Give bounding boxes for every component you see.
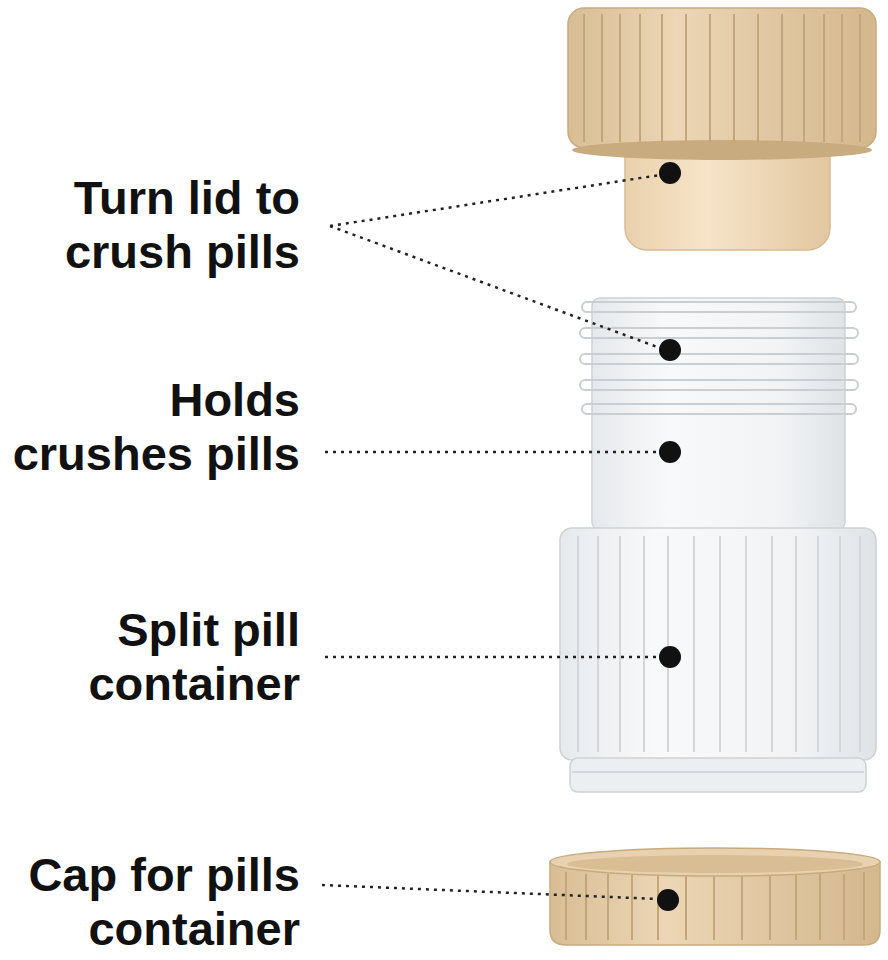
crushing-chamber [580, 298, 858, 530]
container-ribs [578, 536, 860, 752]
bottom-cap [550, 848, 880, 945]
callout-label: Cap for pills container [10, 848, 300, 956]
leader-lines [322, 175, 660, 899]
callout-label: Turn lid to crush pills [10, 171, 300, 279]
cap-top [550, 848, 880, 876]
cap-ribs [566, 872, 864, 940]
container-body [560, 528, 876, 760]
lid-ribs [584, 14, 860, 142]
lid-rim [572, 140, 872, 160]
container-thread [570, 758, 866, 792]
lid-band [568, 8, 876, 148]
crusher-lid [568, 8, 876, 250]
cap-inner [567, 855, 863, 873]
callout-label: Holds crushes pills [10, 373, 300, 481]
chamber-threads [580, 302, 858, 414]
leader-dots [657, 162, 681, 911]
split-container [560, 528, 876, 792]
callout-label: Split pill container [10, 603, 300, 711]
